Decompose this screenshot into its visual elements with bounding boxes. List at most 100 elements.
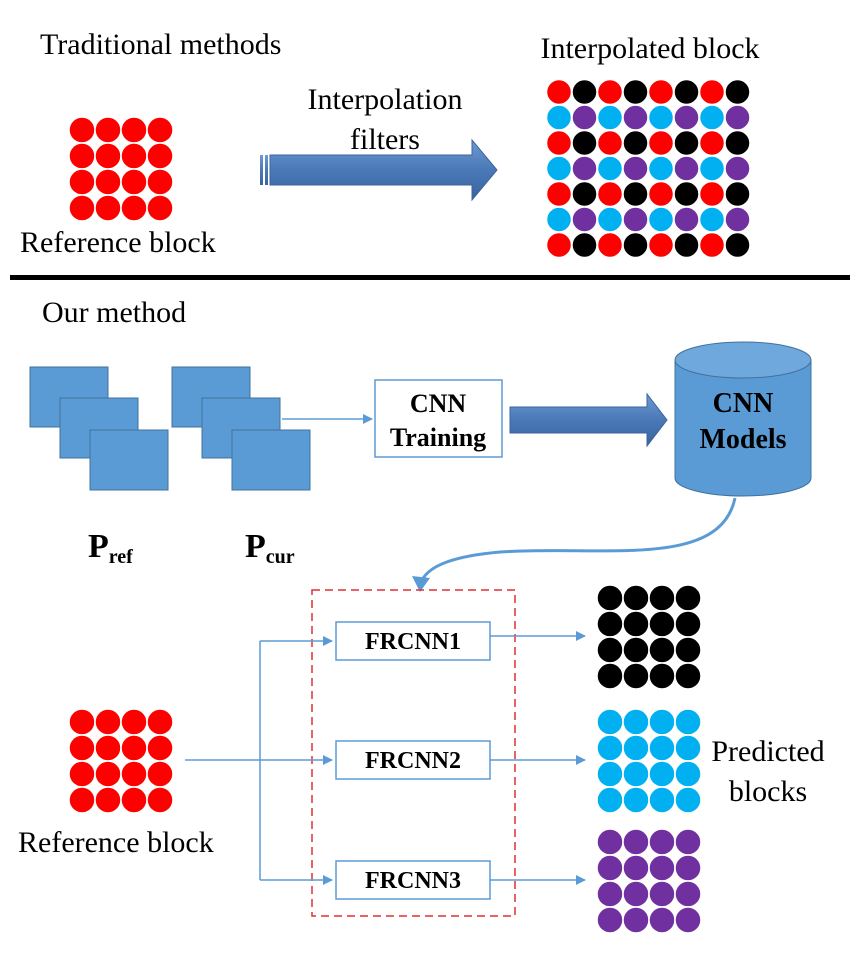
grid-dot [571, 78, 598, 106]
grid-dot [120, 194, 148, 222]
interpolation-label-line1: Interpolation [308, 83, 463, 116]
grid-dot [724, 231, 751, 259]
grid-dot [674, 880, 702, 908]
grid-dot [622, 734, 650, 762]
grid-dot [647, 206, 675, 233]
grid-dot [596, 708, 624, 736]
grid-dot [545, 206, 573, 233]
training-to-models-arrow [509, 392, 668, 448]
cnn-training-box [374, 379, 503, 458]
traditional-methods-title: Traditional methods [40, 28, 281, 61]
grid-dot [622, 129, 649, 157]
grid-dot [648, 854, 676, 882]
grid-dot [674, 828, 702, 856]
grid-dot [596, 636, 624, 664]
predicted-blocks-line1: Predicted [711, 735, 824, 768]
p-ref-frames [29, 366, 169, 491]
grid-dot [622, 880, 650, 908]
grid-dot [724, 104, 751, 131]
grid-dot [94, 194, 122, 222]
grid-dot [596, 786, 624, 814]
reference-block-grid-top [68, 116, 174, 222]
grid-dot [596, 231, 624, 259]
grid-dot [596, 180, 624, 208]
grid-dot [622, 786, 650, 814]
grid-dot [673, 78, 700, 106]
grid-dot [94, 734, 122, 762]
grid-dot [724, 180, 751, 208]
cnn-training-line2: Training [390, 423, 486, 452]
grid-dot [674, 734, 702, 762]
grid-dot [596, 104, 624, 131]
grid-dot [571, 231, 598, 259]
grid-dot [68, 734, 96, 762]
grid-dot [648, 708, 676, 736]
grid-dot [596, 828, 624, 856]
grid-dot [698, 206, 726, 233]
grid-dot [146, 786, 174, 814]
grid-dot [647, 231, 675, 259]
predicted-block-cyan [596, 708, 702, 814]
models-to-filters-arrowhead [412, 576, 430, 592]
grid-dot [596, 155, 624, 182]
grid-dot [571, 129, 598, 157]
grid-dot [674, 786, 702, 814]
grid-dot [68, 760, 96, 788]
grid-dot [622, 155, 649, 182]
grid-dot [596, 206, 624, 233]
grid-dot [674, 662, 702, 690]
grid-dot [698, 231, 726, 259]
grid-dot [622, 760, 650, 788]
grid-dot [724, 129, 751, 157]
grid-dot [674, 760, 702, 788]
p-cur-label: Pcur [245, 528, 295, 568]
grid-dot [596, 129, 624, 157]
grid-dot [648, 610, 676, 638]
predicted-block-purple [596, 828, 702, 934]
grid-dot [648, 760, 676, 788]
grid-dot [724, 206, 751, 233]
frcnn3-box [335, 860, 491, 900]
grid-dot [120, 734, 148, 762]
grid-dot [545, 129, 573, 157]
grid-dot [94, 142, 122, 170]
grid-dot [647, 155, 675, 182]
frcnn2-box [335, 740, 491, 780]
grid-dot [545, 78, 573, 106]
grid-dot [698, 155, 726, 182]
cnn-training-line1: CNN [410, 389, 467, 418]
grid-dot [545, 104, 573, 131]
grid-dot [545, 231, 573, 259]
grid-dot [673, 231, 700, 259]
grid-dot [146, 142, 174, 170]
interpolated-block-label: Interpolated block [540, 32, 759, 65]
grid-dot [622, 584, 650, 612]
grid-dot [68, 708, 96, 736]
grid-dot [724, 78, 751, 106]
grid-dot [94, 116, 122, 144]
grid-dot [146, 194, 174, 222]
grid-dot [596, 78, 624, 106]
grid-dot [673, 104, 700, 131]
grid-dot [545, 155, 573, 182]
grid-dot [674, 584, 702, 612]
grid-dot [68, 194, 96, 222]
grid-dot [674, 610, 702, 638]
grid-dot [648, 662, 676, 690]
grid-dot [673, 180, 700, 208]
grid-dot [622, 180, 649, 208]
grid-dot [648, 636, 676, 664]
grid-dot [622, 828, 650, 856]
grid-dot [648, 828, 676, 856]
grid-dot [648, 786, 676, 814]
grid-dot [120, 116, 148, 144]
grid-dot [68, 168, 96, 196]
grid-dot [647, 180, 675, 208]
grid-dot [120, 760, 148, 788]
interpolation-arrow [260, 138, 498, 202]
grid-dot [68, 116, 96, 144]
cnn-models-line2: Models [699, 424, 786, 455]
grid-dot [622, 906, 650, 934]
our-method-title: Our method [42, 296, 186, 329]
